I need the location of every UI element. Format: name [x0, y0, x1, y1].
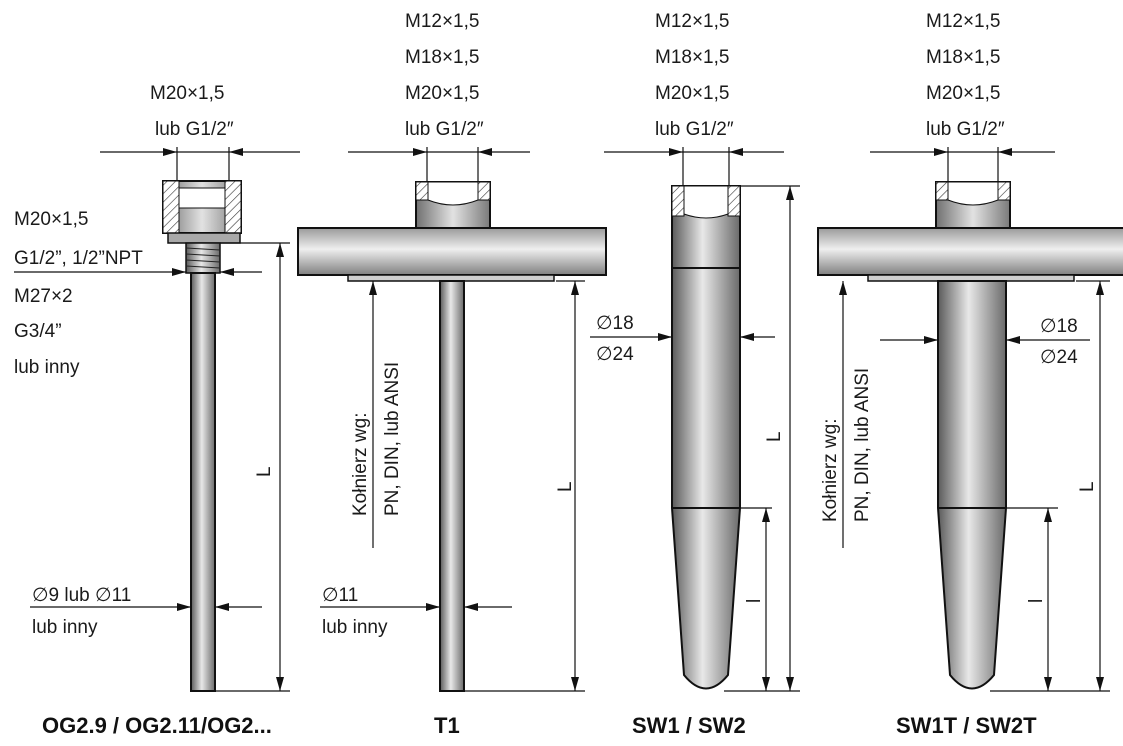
- sw-dia-label-2: ∅24: [596, 344, 634, 365]
- sw-thread-label-1: M12×1,5: [655, 11, 729, 32]
- t1-thread-label-2: M18×1,5: [405, 47, 479, 68]
- sw-length-label: L: [764, 431, 785, 442]
- og-threaded-section: [185, 242, 221, 274]
- t1-thermowell: M12×1,5 M18×1,5 M20×1,5 lub G1/2″ Kołnie…: [297, 11, 607, 738]
- t1-flange-label-1: Kołnierz wg:: [350, 413, 371, 517]
- sw-thread-label-3: M20×1,5: [655, 83, 729, 104]
- sw-body: [671, 185, 741, 690]
- sw-taper-label: l: [744, 599, 765, 603]
- swt-thread-label-1: M12×1,5: [926, 11, 1000, 32]
- og-side-label-4: G3/4”: [14, 321, 62, 342]
- og-thread-label-1: M20×1,5: [150, 83, 224, 104]
- swt-title: SW1T / SW2T: [896, 713, 1037, 738]
- swt-flange-label-1: Kołnierz wg:: [820, 419, 841, 523]
- sw-thread-label-4: lub G1/2″: [655, 119, 734, 140]
- t1-flange: [297, 227, 607, 276]
- og-side-label-3: M27×2: [14, 286, 73, 307]
- sw-dia-label-1: ∅18: [596, 313, 634, 334]
- og-thermowell: M20×1,5 lub G1/2″ M20×1,5 G1/2”, 1/2”NPT…: [14, 83, 300, 738]
- og-dia-label-2: lub inny: [32, 617, 98, 638]
- t1-dia-label-2: lub inny: [322, 617, 388, 638]
- t1-flange-label-2: PN, DIN, lub ANSI: [382, 362, 403, 516]
- sw-thermowell: M12×1,5 M18×1,5 M20×1,5 lub G1/2″ ∅18 ∅2…: [590, 11, 800, 738]
- sw-thread-label-2: M18×1,5: [655, 47, 729, 68]
- t1-rod: [439, 280, 465, 692]
- t1-thread-label-1: M12×1,5: [405, 11, 479, 32]
- swt-dia-label-2: ∅24: [1040, 347, 1078, 368]
- og-side-label-2: G1/2”, 1/2”NPT: [14, 248, 143, 269]
- og-rod: [190, 272, 216, 692]
- swt-flange-label-2: PN, DIN, lub ANSI: [852, 368, 873, 522]
- swt-dia-label-1: ∅18: [1040, 316, 1078, 337]
- og-dia-label-1: ∅9 lub ∅11: [32, 585, 131, 606]
- og-thread-label-2: lub G1/2″: [155, 119, 234, 140]
- swt-thermowell: M12×1,5 M18×1,5 M20×1,5 lub G1/2″ Kołnie…: [817, 11, 1123, 738]
- swt-length-label: L: [1077, 481, 1098, 492]
- swt-body: [937, 280, 1007, 690]
- og-side-label-1: M20×1,5: [14, 209, 88, 230]
- t1-length-label: L: [555, 481, 576, 492]
- t1-dia-label-1: ∅11: [322, 585, 358, 606]
- og-length-label: L: [254, 466, 275, 477]
- og-title: OG2.9 / OG2.11/OG2...: [42, 713, 272, 738]
- og-side-label-5: lub inny: [14, 357, 80, 378]
- t1-title: T1: [434, 713, 460, 738]
- swt-taper-label: l: [1026, 599, 1047, 603]
- swt-thread-label-2: M18×1,5: [926, 47, 1000, 68]
- t1-thread-label-4: lub G1/2″: [405, 119, 484, 140]
- t1-thread-label-3: M20×1,5: [405, 83, 479, 104]
- swt-thread-label-4: lub G1/2″: [926, 119, 1005, 140]
- swt-flange: [817, 227, 1123, 276]
- swt-thread-label-3: M20×1,5: [926, 83, 1000, 104]
- sw-title: SW1 / SW2: [632, 713, 746, 738]
